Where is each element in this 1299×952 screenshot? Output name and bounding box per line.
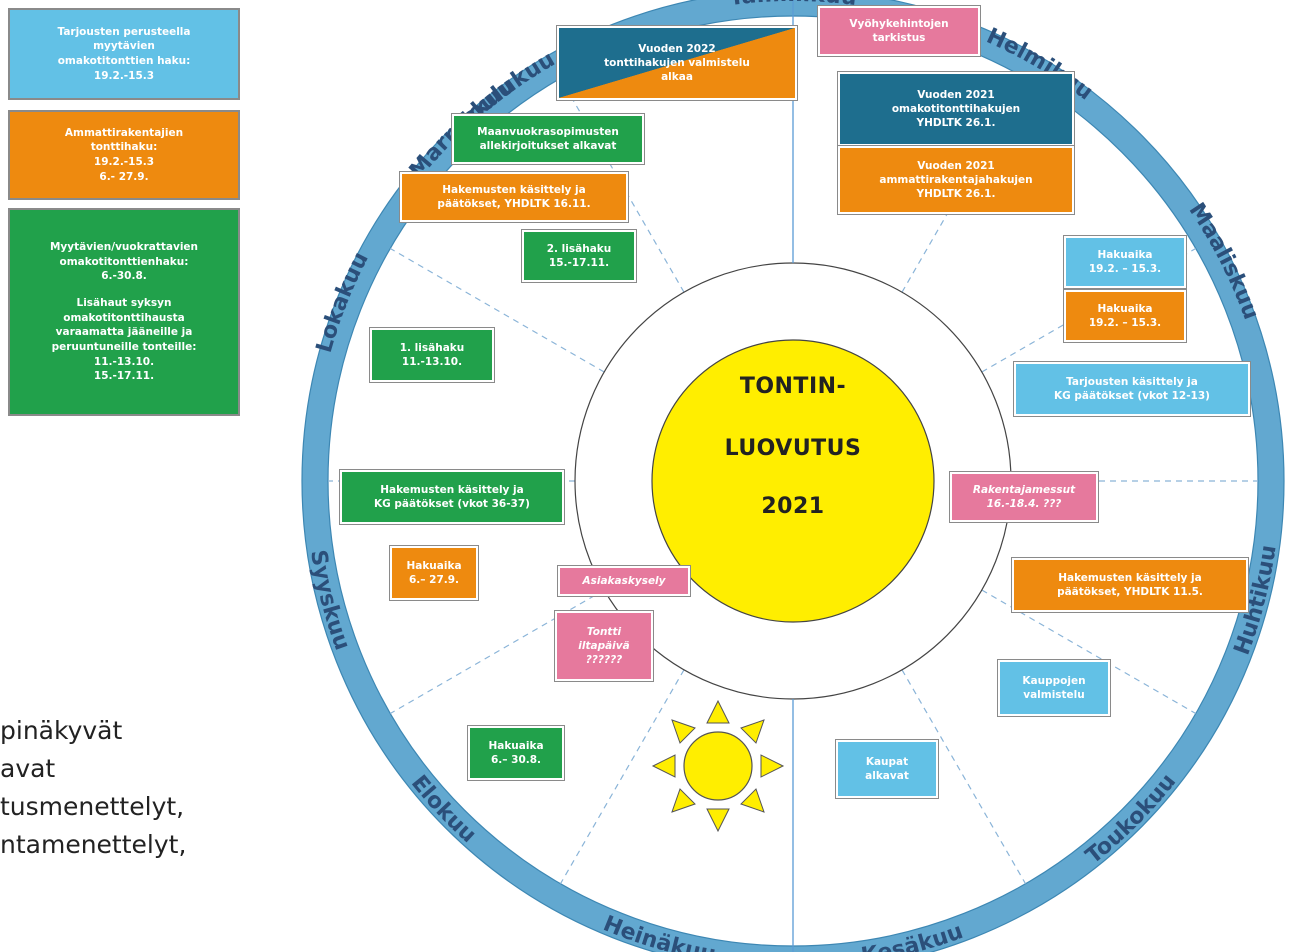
event-v2021-omakoti: Vuoden 2021 omakotitonttihakujen YHDLTK … (837, 71, 1075, 147)
event-lisahaku1: 1. lisähaku 11.-13.10. (369, 327, 495, 383)
side-text-line4: ntamenettelyt, (0, 830, 187, 859)
month-label-tammikuu: Tammikuu (728, 0, 858, 11)
month-divider (981, 589, 1197, 715)
legend-green-text-2: Lisähaut syksyn omakotitonttihausta vara… (51, 296, 197, 383)
event-v2021-ammatti: Vuoden 2021 ammattirakentajahakujen YHDL… (837, 145, 1075, 215)
event-vyohyke: Vyöhykehintojen tarkistus (817, 5, 981, 57)
event-kaupat: Kaupat alkavat (835, 739, 939, 799)
side-text-line3: tusmenettelyt, (0, 792, 185, 821)
month-label-kesakuu: Kesäkuu (859, 919, 966, 952)
event-kauppojen: Kauppojen valmistelu (997, 659, 1111, 717)
event-hakuaika-mar-orange: Hakuaika 19.2. – 15.3. (1063, 289, 1187, 343)
event-rakentajamessut: Rakentajamessut 16.-18.4. ??? (949, 471, 1099, 523)
side-text-line2: avat (0, 754, 56, 783)
center-title-line1: TONTIN- (739, 374, 847, 399)
legend-green: Myytävien/vuokrattavien omakotitonttienh… (8, 208, 240, 416)
legend-green-text-1: Myytävien/vuokrattavien omakotitonttienh… (49, 240, 199, 283)
event-hakuaika-sep: Hakuaika 6.– 27.9. (389, 545, 479, 601)
month-label-syyskuu: Syyskuu (305, 548, 355, 653)
outer-ring-edge (301, 0, 1285, 952)
sun-icon (651, 699, 785, 833)
event-asiakaskysely: Asiakaskysely (557, 565, 691, 597)
event-hakemukset-sep: Hakemusten käsittely ja KG päätökset (vk… (339, 469, 565, 525)
month-divider (389, 247, 605, 373)
side-text-line1: pinäkyvät (0, 716, 123, 745)
month-divider (389, 589, 605, 715)
event-v2022: Vuoden 2022 tonttihakujen valmistelu alk… (556, 25, 798, 101)
center-sun-circle (651, 339, 935, 623)
month-label-toukokuu: Toukokuu (1081, 769, 1181, 869)
month-divider (559, 669, 685, 885)
event-tarjoukset: Tarjousten käsittely ja KG päätökset (vk… (1013, 361, 1251, 417)
center-title-line3: 2021 (761, 494, 825, 519)
event-hakemukset-may: Hakemusten käsittely ja päätökset, YHDLT… (1011, 557, 1249, 613)
event-hakuaika-aug: Hakuaika 6.– 30.8. (467, 725, 565, 781)
center-title-line2: LUOVUTUS (724, 436, 862, 461)
month-divider (901, 669, 1027, 885)
legend-blue: Tarjousten perusteella myytävien omakoti… (8, 8, 240, 100)
legend-orange: Ammattirakentajien tonttihaku: 19.2.-15.… (8, 110, 240, 200)
month-label-elokuu: Elokuu (406, 771, 481, 848)
event-tonttiiltapaiva: Tontti iltapäivä ?????? (554, 610, 654, 682)
event-maanvuokra: Maanvuokrasopimusten allekirjoitukset al… (451, 113, 645, 165)
event-hakemukset-nov: Hakemusten käsittely ja päätökset, YHDLT… (399, 171, 629, 223)
side-text: pinäkyvät avat tusmenettelyt, ntamenettelyt… (0, 712, 186, 864)
month-label-heinakuu: Heinäkuu (600, 911, 718, 952)
event-hakuaika-mar-blue: Hakuaika 19.2. – 15.3. (1063, 235, 1187, 289)
event-lisahaku2: 2. lisähaku 15.-17.11. (521, 229, 637, 283)
